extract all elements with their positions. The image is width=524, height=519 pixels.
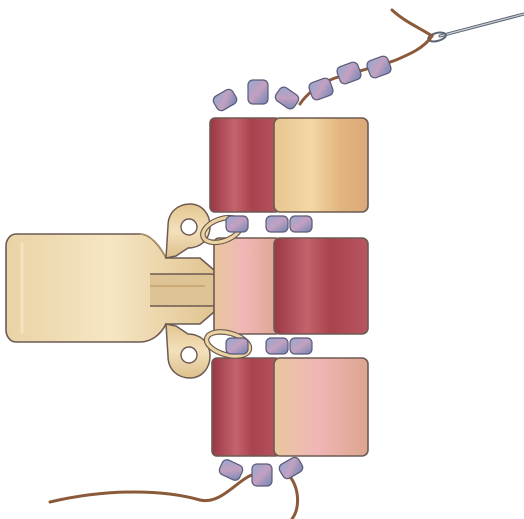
tile-bead-icon [210,118,280,212]
tile-bead-icon [274,238,368,334]
seed-bead-icon [336,61,363,85]
seed-bead-icon [273,85,300,111]
thread-icon [50,474,255,502]
tile-bead-icon [214,238,280,334]
slide-clasp-icon [6,204,224,378]
seed-bead-icon [248,80,268,104]
thread-icon [288,474,298,519]
seed-bead-icon [290,338,312,354]
tile-bead-icon [274,358,368,456]
seed-bead-icon [366,55,393,79]
seed-bead-icon [226,338,248,354]
seed-bead-icon [226,216,248,232]
seed-bead-icon [290,216,312,232]
tile-bead-icon [274,118,368,212]
seed-bead-icon [266,338,288,354]
needle-icon [427,14,524,43]
seed-bead-icon [211,88,238,113]
seed-bead-icon [277,456,304,481]
seed-bead-icon [266,216,288,232]
seed-bead-icon [252,464,272,486]
tile-bead-icon [212,358,280,456]
seed-bead-icon [218,458,245,482]
